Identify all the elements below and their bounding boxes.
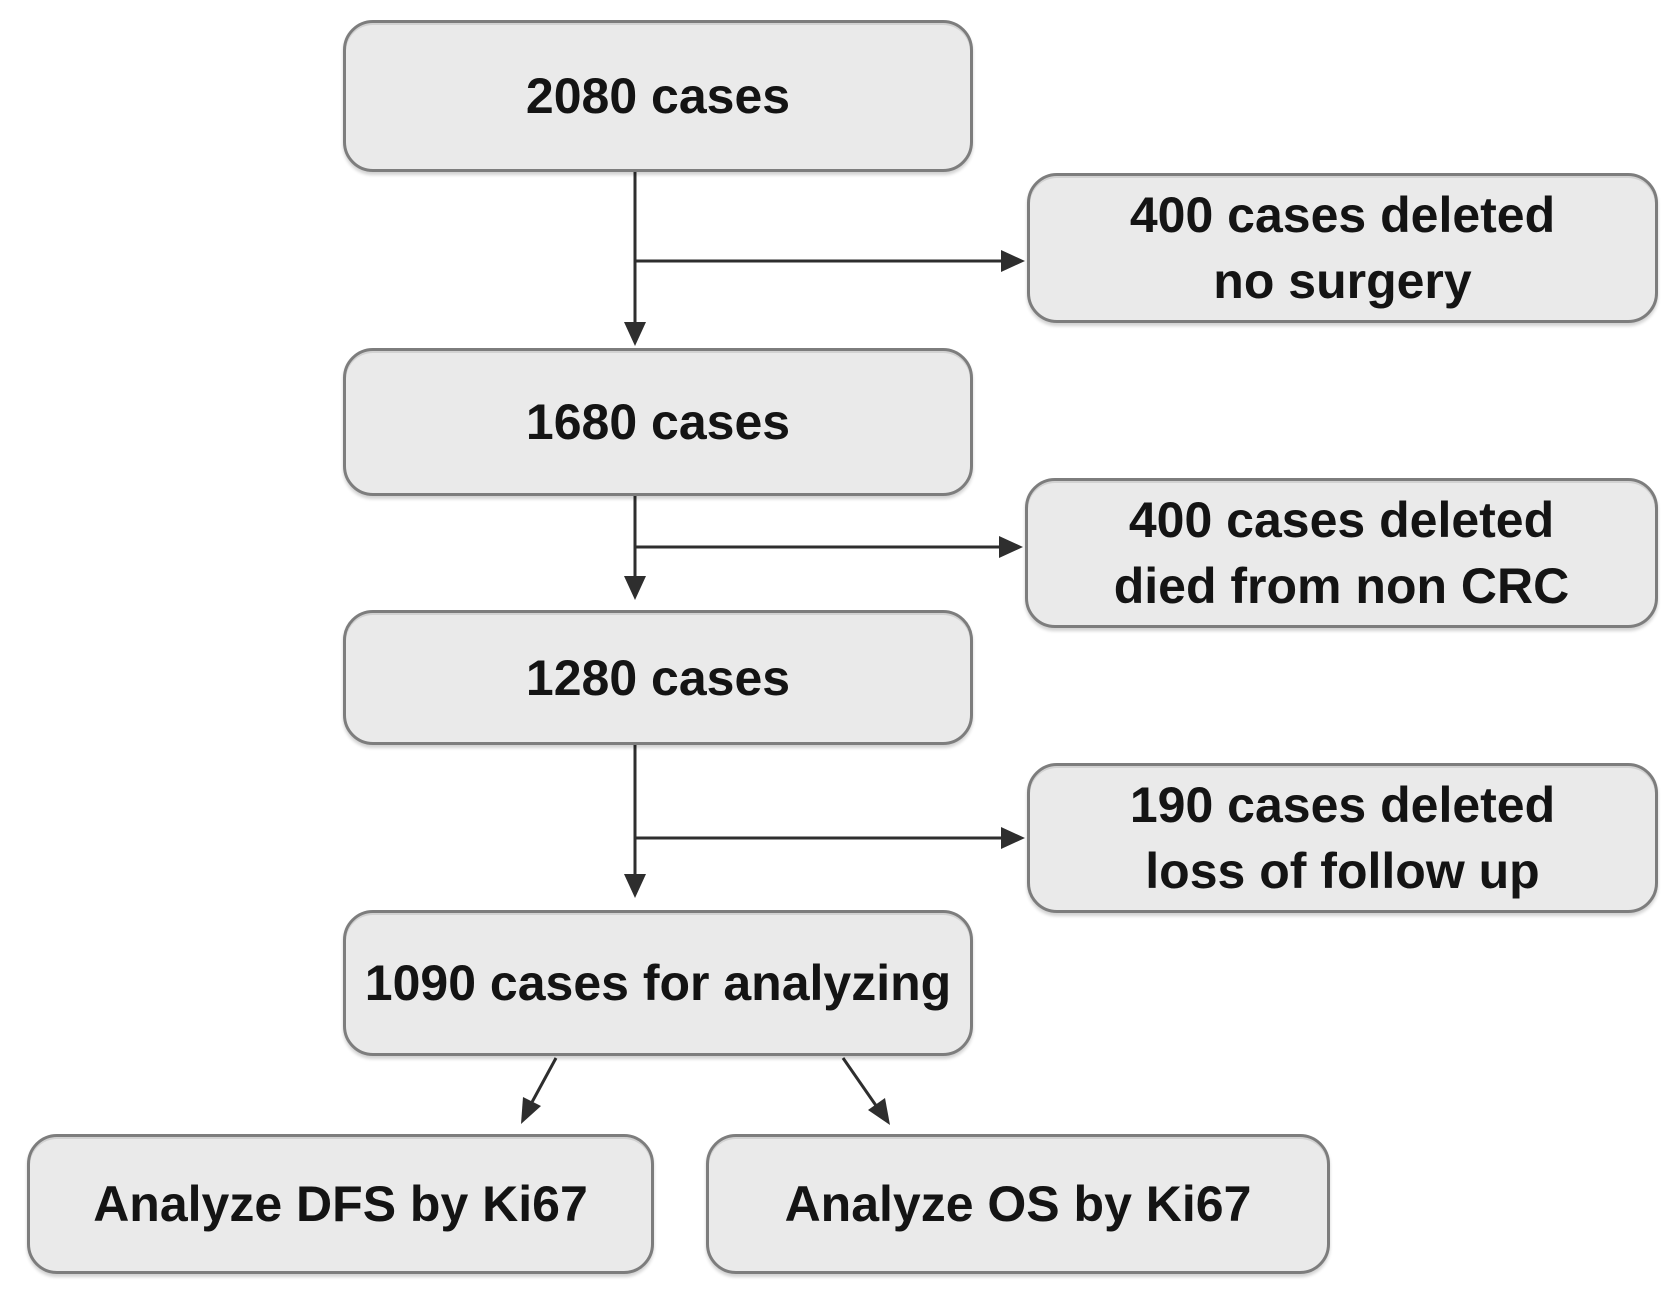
node-cases-1680-label: 1680 cases — [525, 394, 791, 450]
node-cases-1090-label: 1090 cases for analyzing — [364, 955, 952, 1011]
node-deleted-follow-up-line1: 190 cases deleted — [1129, 777, 1556, 833]
node-deleted-follow-up-line2: loss of follow up — [1145, 843, 1540, 899]
arrow-1280-to-1090 — [624, 745, 646, 898]
node-deleted-no-surgery-line2: no surgery — [1213, 253, 1472, 309]
arrow-2080-to-no-surgery — [635, 250, 1025, 272]
node-deleted-non-crc: 400 cases deleted died from non CRC — [1025, 478, 1658, 628]
node-deleted-non-crc-line1: 400 cases deleted — [1128, 492, 1555, 548]
arrow-2080-to-1680 — [624, 172, 646, 346]
node-analyze-os: Analyze OS by Ki67 — [706, 1134, 1330, 1274]
arrow-1280-to-follow-up — [635, 827, 1025, 849]
arrow-1090-to-dfs — [521, 1057, 558, 1124]
node-deleted-non-crc-line2: died from non CRC — [1113, 558, 1570, 614]
arrow-1680-to-1280 — [624, 496, 646, 600]
arrow-1090-to-os — [841, 1057, 890, 1125]
node-analyze-os-label: Analyze OS by Ki67 — [784, 1176, 1252, 1232]
node-deleted-no-surgery-line1: 400 cases deleted — [1129, 187, 1556, 243]
node-deleted-no-surgery: 400 cases deleted no surgery — [1027, 173, 1658, 323]
node-cases-1090: 1090 cases for analyzing — [343, 910, 973, 1056]
node-deleted-follow-up: 190 cases deleted loss of follow up — [1027, 763, 1658, 913]
node-cases-1280-label: 1280 cases — [525, 649, 791, 706]
node-analyze-dfs: Analyze DFS by Ki67 — [27, 1134, 654, 1274]
node-cases-1280: 1280 cases — [343, 610, 973, 745]
node-cases-2080-label: 2080 cases — [525, 68, 791, 124]
node-cases-2080: 2080 cases — [343, 20, 973, 172]
arrow-1680-to-non-crc — [635, 536, 1023, 558]
node-analyze-dfs-label: Analyze DFS by Ki67 — [93, 1176, 588, 1232]
node-cases-1680: 1680 cases — [343, 348, 973, 496]
